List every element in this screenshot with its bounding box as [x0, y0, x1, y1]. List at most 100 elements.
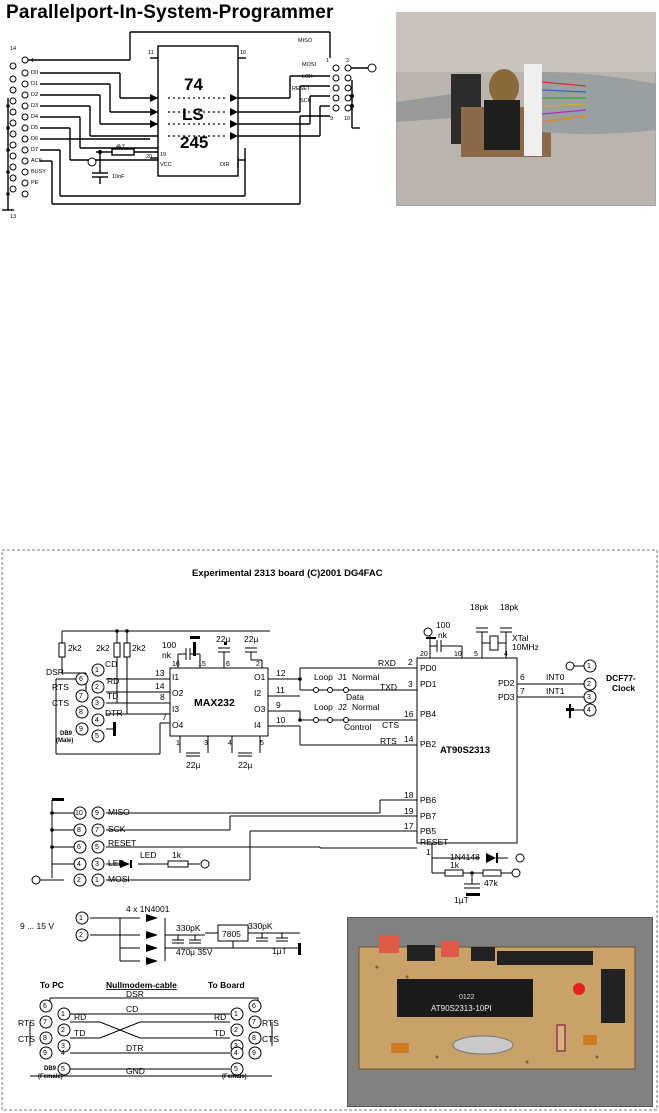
- isp-miso: MISO: [108, 807, 130, 817]
- chip-pin-20: 20: [146, 154, 152, 160]
- null-rd-r: RD: [214, 1012, 226, 1022]
- psu-diodes: 4 x 1N4001: [126, 904, 170, 914]
- psu-pin-1: 1: [79, 915, 83, 922]
- cap-22u-b: 22µ: [244, 634, 258, 644]
- null-rts-l: RTS: [18, 1018, 35, 1028]
- sig-cts-avr: CTS: [382, 720, 399, 730]
- dcf-clock: Clock: [612, 683, 635, 693]
- xtal-label: XTal: [512, 633, 529, 643]
- db-pin-1: 1: [95, 667, 99, 674]
- cap-100: 100: [162, 640, 176, 650]
- avr-n-17: 17: [404, 821, 414, 831]
- null-title: Nullmodem-cable: [106, 980, 177, 990]
- null-r-5: 5: [234, 1066, 238, 1073]
- max-l-i3: I3: [172, 704, 179, 714]
- cap-22u-a: 22µ: [216, 634, 230, 644]
- r-2k2-a: 2k2: [68, 643, 82, 653]
- isp-r-3: 3: [95, 861, 99, 868]
- isp-r-1: 1: [95, 877, 99, 884]
- pp-label-d2: D2: [31, 92, 38, 98]
- max-b-1: 1: [176, 740, 180, 747]
- avr-n-7: 7: [520, 686, 525, 696]
- null-l-1: 1: [61, 1011, 65, 1018]
- sig-dsr: DSR: [46, 667, 64, 677]
- psu-c4: 1µT: [272, 946, 287, 956]
- int1: INT1: [546, 686, 565, 696]
- max-pin-16: 16: [172, 661, 180, 668]
- ic-marking-2: AT90S2313-10PI: [431, 1004, 492, 1013]
- null-r-7: 7: [252, 1019, 256, 1026]
- chip-pin-10: 10: [240, 50, 246, 56]
- chip-label-245: 245: [180, 133, 208, 152]
- null-r-4: 4: [234, 1050, 238, 1057]
- pp-pin-13: 13: [10, 214, 16, 218]
- label-mosi: MOSI: [302, 62, 317, 68]
- null-l-3: 3: [61, 1043, 65, 1050]
- j2-normal: Normal: [352, 702, 380, 712]
- max-b-5: 5: [260, 740, 264, 747]
- cap-22u-d: 22µ: [238, 760, 252, 770]
- dcf-pin-1: 1: [587, 663, 591, 670]
- sig-td: TD: [107, 691, 118, 701]
- pp-label-pe: PE: [31, 180, 39, 186]
- max-r-i2: I2: [254, 688, 261, 698]
- j2-label: J2: [338, 702, 347, 712]
- pp-label-d0: D0: [31, 70, 38, 76]
- avr-n-6: 6: [520, 672, 525, 682]
- max-b-3: 3: [204, 740, 208, 747]
- reset-r-1k: 1k: [450, 860, 460, 870]
- isp-l-4: 4: [77, 861, 81, 868]
- db-pin-5: 5: [95, 733, 99, 740]
- sig-rxd: RXD: [378, 658, 396, 668]
- avr-reset: RESET: [420, 837, 448, 847]
- max-n-10: 10: [276, 715, 286, 725]
- db-pin-8: 8: [79, 709, 83, 716]
- psu-voltage: 9 ... 15 V: [20, 921, 54, 931]
- isp-r-7: 7: [95, 827, 99, 834]
- hdr-pin-2: 2: [346, 58, 349, 64]
- null-female-r: (Female): [222, 1074, 247, 1080]
- db-pin-2: 2: [95, 684, 99, 691]
- null-db9-l: DB9: [44, 1066, 57, 1072]
- isp-reset: RESET: [108, 838, 136, 848]
- sig-rts: RTS: [52, 682, 69, 692]
- dcf-label: DCF77-: [606, 673, 636, 683]
- max-r-o1: O1: [254, 672, 266, 682]
- null-female-l: (Female): [38, 1074, 63, 1080]
- max-n-12: 12: [276, 668, 286, 678]
- chip-label-74: 74: [184, 75, 203, 94]
- max-r-i4: I4: [254, 720, 261, 730]
- label-reset: RESET: [292, 86, 311, 92]
- max-b-4: 4: [228, 740, 232, 747]
- reset-c: 1µT: [454, 895, 469, 905]
- led-label: LED: [140, 850, 157, 860]
- page-title: Parallelport-In-System-Programmer: [6, 2, 334, 23]
- psu-c1: 330pK: [176, 923, 201, 933]
- diode-1n4148: 1N4148: [450, 852, 480, 862]
- int0: INT0: [546, 672, 565, 682]
- label-sck: SCK: [300, 98, 312, 104]
- db-pin-6: 6: [79, 676, 83, 683]
- null-r-8: 8: [252, 1035, 256, 1042]
- max-r-o3: O3: [254, 704, 266, 714]
- null-td-r: TD: [214, 1028, 225, 1038]
- hdr-pin-1: 1: [326, 58, 329, 64]
- avr-label: AT90S2313: [440, 745, 490, 756]
- isp-schematic: 1 14 13 D0 D1 D2 D3 D4 D5 D6 D7 ACK BUSY…: [2, 31, 377, 218]
- max-n-8: 8: [160, 692, 165, 702]
- avr-pd0: PD0: [420, 663, 437, 673]
- capacitor-label: 10nF: [112, 174, 125, 180]
- chip-vcc: VCC: [160, 162, 172, 168]
- null-l-5: 5: [61, 1066, 65, 1073]
- max-n-9: 9: [276, 700, 281, 710]
- max-pin-6: 6: [226, 661, 230, 668]
- max-n-13: 13: [155, 668, 165, 678]
- isp-l-6: 6: [77, 844, 81, 851]
- max-l-i1: I1: [172, 672, 179, 682]
- avr-pb4: PB4: [420, 709, 436, 719]
- null-l-4: 4: [61, 1050, 65, 1057]
- j1-loop: Loop: [314, 672, 333, 682]
- avr-cap-nk: nk: [438, 630, 448, 640]
- null-l-2: 2: [61, 1027, 65, 1034]
- reset-r-47k: 47k: [484, 878, 498, 888]
